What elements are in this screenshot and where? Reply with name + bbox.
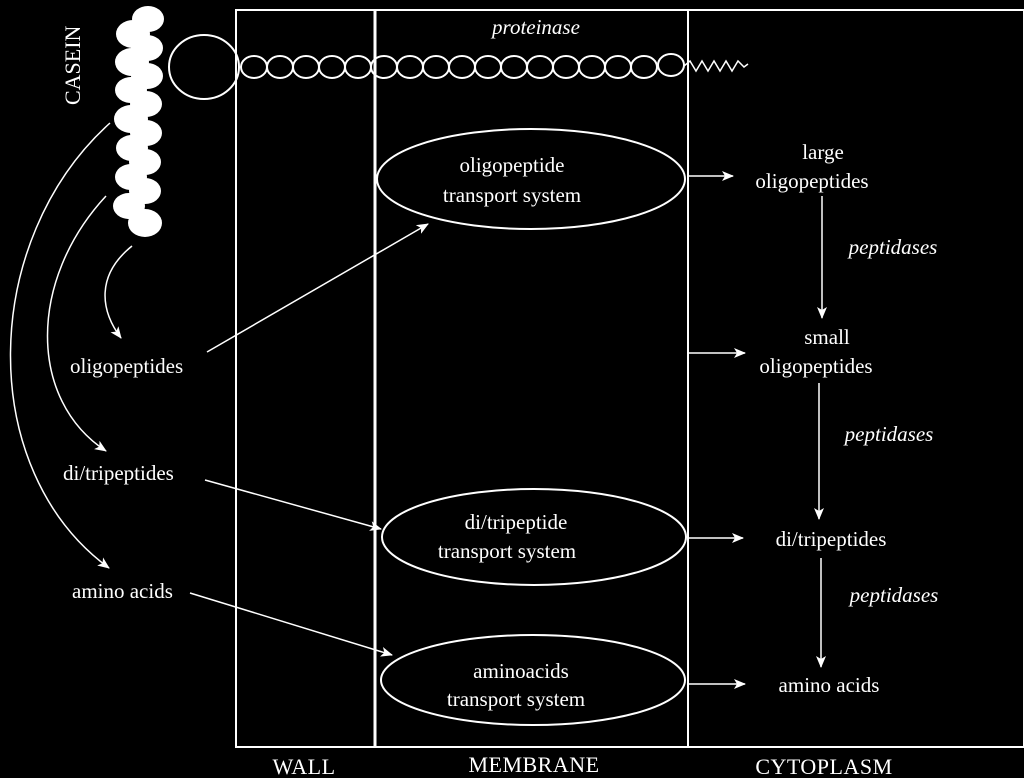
casein-label: CASEIN: [60, 25, 85, 105]
oligo-transport-line2: transport system: [443, 183, 581, 207]
cytoplasm-label: CYTOPLASM: [755, 754, 892, 778]
amino-transport-line2: transport system: [447, 687, 585, 711]
proteinase-anchor: [168, 34, 749, 100]
di-transport-line1: di/tripeptide: [465, 510, 568, 534]
peptidases-label-2: peptidases: [843, 422, 934, 446]
oligopeptide-transport-system: [376, 128, 686, 230]
arrow-casein-to-oligopeptides: [104, 245, 133, 339]
cyto-amino-acids-label: amino acids: [779, 673, 880, 697]
ext-amino-acids-label: amino acids: [72, 579, 173, 603]
wall-label: WALL: [272, 754, 335, 778]
proteinase-label: proteinase: [490, 15, 580, 39]
arrow-casein-to-aminoacids: [9, 122, 111, 569]
di-transport-line2: transport system: [438, 539, 576, 563]
aminoacid-transport-system: [380, 634, 686, 726]
small-oligopeptides-line1: small: [804, 325, 850, 349]
large-oligopeptides-line1: large: [802, 140, 844, 164]
peptidases-label-1: peptidases: [847, 235, 938, 259]
arrow-ditripeptides-to-transport: [204, 479, 382, 531]
casein-molecule: [113, 6, 164, 237]
ditripeptide-transport-system: [381, 488, 687, 586]
ext-oligopeptides-label: oligopeptides: [70, 354, 183, 378]
membrane-label: MEMBRANE: [468, 752, 599, 777]
arrow-casein-to-ditripeptides: [46, 195, 107, 452]
arrow-oligopeptides-to-transport: [206, 223, 429, 353]
oligo-transport-line1: oligopeptide: [460, 153, 565, 177]
ext-ditripeptides-label: di/tripeptides: [63, 461, 174, 485]
cell-frame: [235, 9, 1024, 748]
arrow-aminoacids-to-transport: [189, 592, 393, 657]
amino-transport-line1: aminoacids: [473, 659, 569, 683]
small-oligopeptides-line2: oligopeptides: [759, 354, 872, 378]
cyto-ditripeptides-label: di/tripeptides: [776, 527, 887, 551]
peptidases-label-3: peptidases: [848, 583, 939, 607]
large-oligopeptides-line2: oligopeptides: [755, 169, 868, 193]
anchor-zigzag: [683, 59, 749, 73]
